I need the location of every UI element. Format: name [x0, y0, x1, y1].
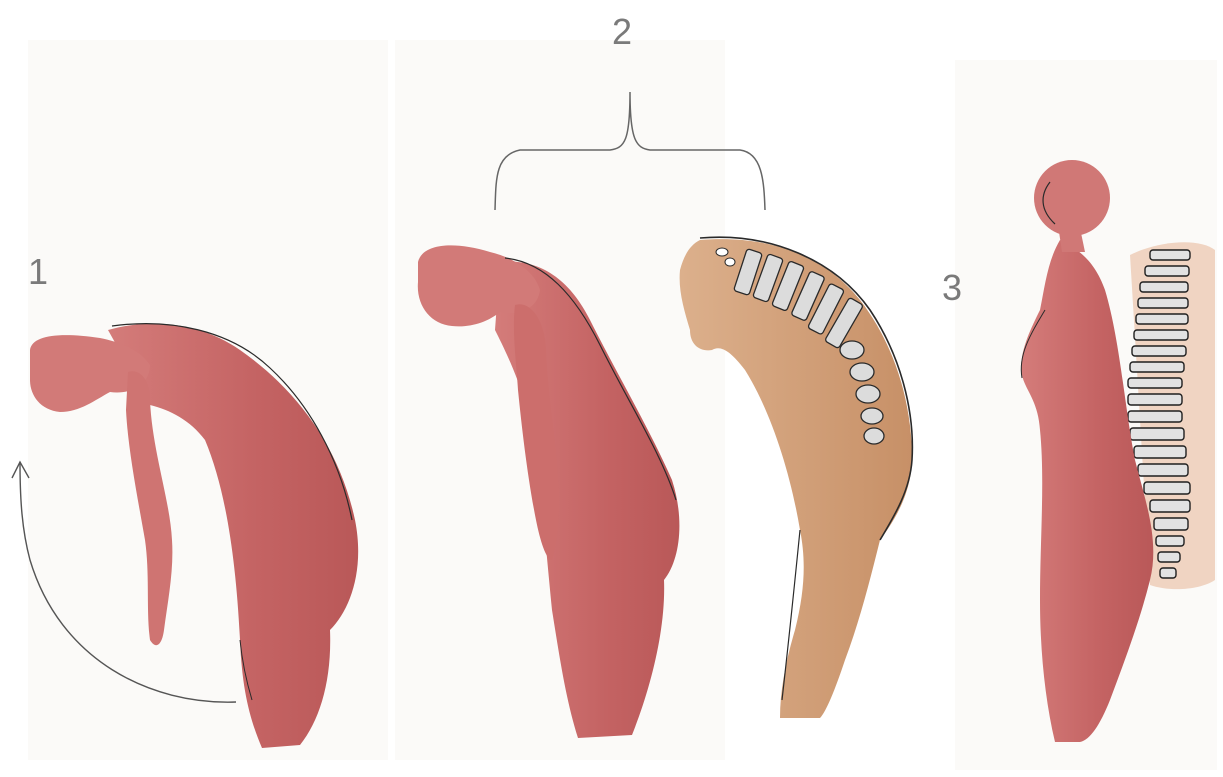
figure-2-bent: [418, 245, 680, 738]
figure-2-spine: [680, 237, 913, 718]
brace-icon: [495, 92, 765, 210]
figure-1-bent: [30, 324, 358, 748]
figure-3-upright: [1021, 160, 1215, 742]
curved-arrow-icon: [12, 462, 236, 702]
